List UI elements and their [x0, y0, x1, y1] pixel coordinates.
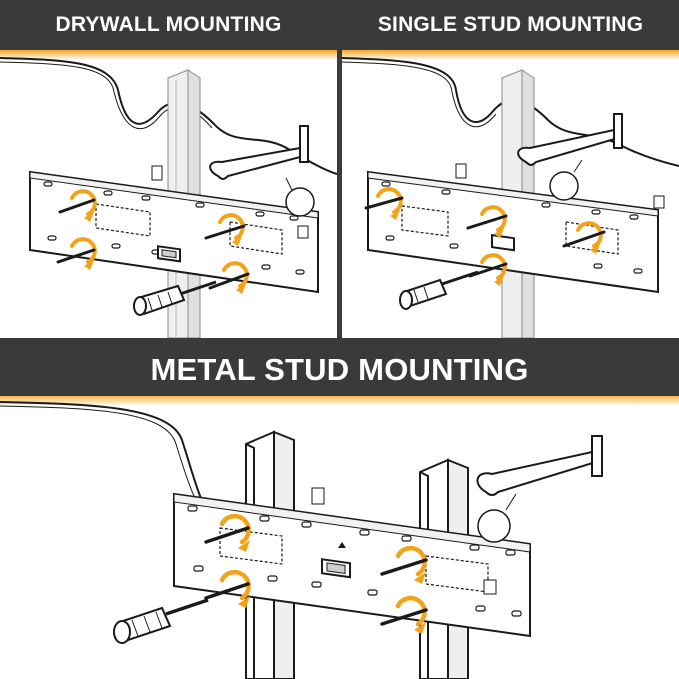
drywall-banner: DRYWALL MOUNTING [0, 0, 337, 50]
screwdriver-icon [113, 598, 209, 644]
single-stud-banner: SINGLE STUD MOUNTING [342, 0, 679, 50]
drywall-illustration [0, 50, 337, 338]
rotation-arrow-heads [390, 210, 600, 286]
screwdriver-icon [399, 270, 479, 310]
detail-magnifier [549, 171, 579, 201]
anchor-icon [311, 487, 497, 595]
wall-plate [173, 492, 531, 638]
rotation-arrow-heads [84, 212, 246, 294]
single-stud-title: SINGLE STUD MOUNTING [377, 13, 644, 36]
detail-magnifier [477, 509, 511, 543]
rotation-arrow-heads [238, 540, 426, 634]
wall-plate [29, 170, 319, 294]
vertical-divider [337, 0, 342, 341]
screwdriver-icon [133, 280, 217, 316]
panel-drywall-mounting: DRYWALL MOUNTING [0, 0, 337, 338]
detail-magnifier [285, 187, 315, 217]
rotation-arrow-icon [70, 189, 249, 288]
metal-stud-illustration [0, 394, 679, 679]
rotation-arrow-icon [376, 187, 603, 280]
rotation-arrow-icon [219, 513, 427, 627]
anchor-icon [455, 163, 665, 209]
metal-stud-banner: METAL STUD MOUNTING [0, 344, 679, 396]
wrench-icon [517, 113, 623, 166]
drywall-title: DRYWALL MOUNTING [55, 13, 282, 36]
horizontal-divider [0, 338, 679, 344]
panel-single-stud-mounting: SINGLE STUD MOUNTING [342, 0, 679, 338]
metal-stud-title: METAL STUD MOUNTING [150, 352, 529, 387]
wrench-icon [209, 125, 309, 180]
wrench-icon [476, 435, 603, 496]
anchor-icon [151, 165, 309, 239]
screws [204, 526, 428, 626]
panel-metal-stud-mounting: METAL STUD MOUNTING [0, 344, 679, 679]
single-stud-illustration [342, 50, 679, 338]
screws [56, 198, 250, 290]
